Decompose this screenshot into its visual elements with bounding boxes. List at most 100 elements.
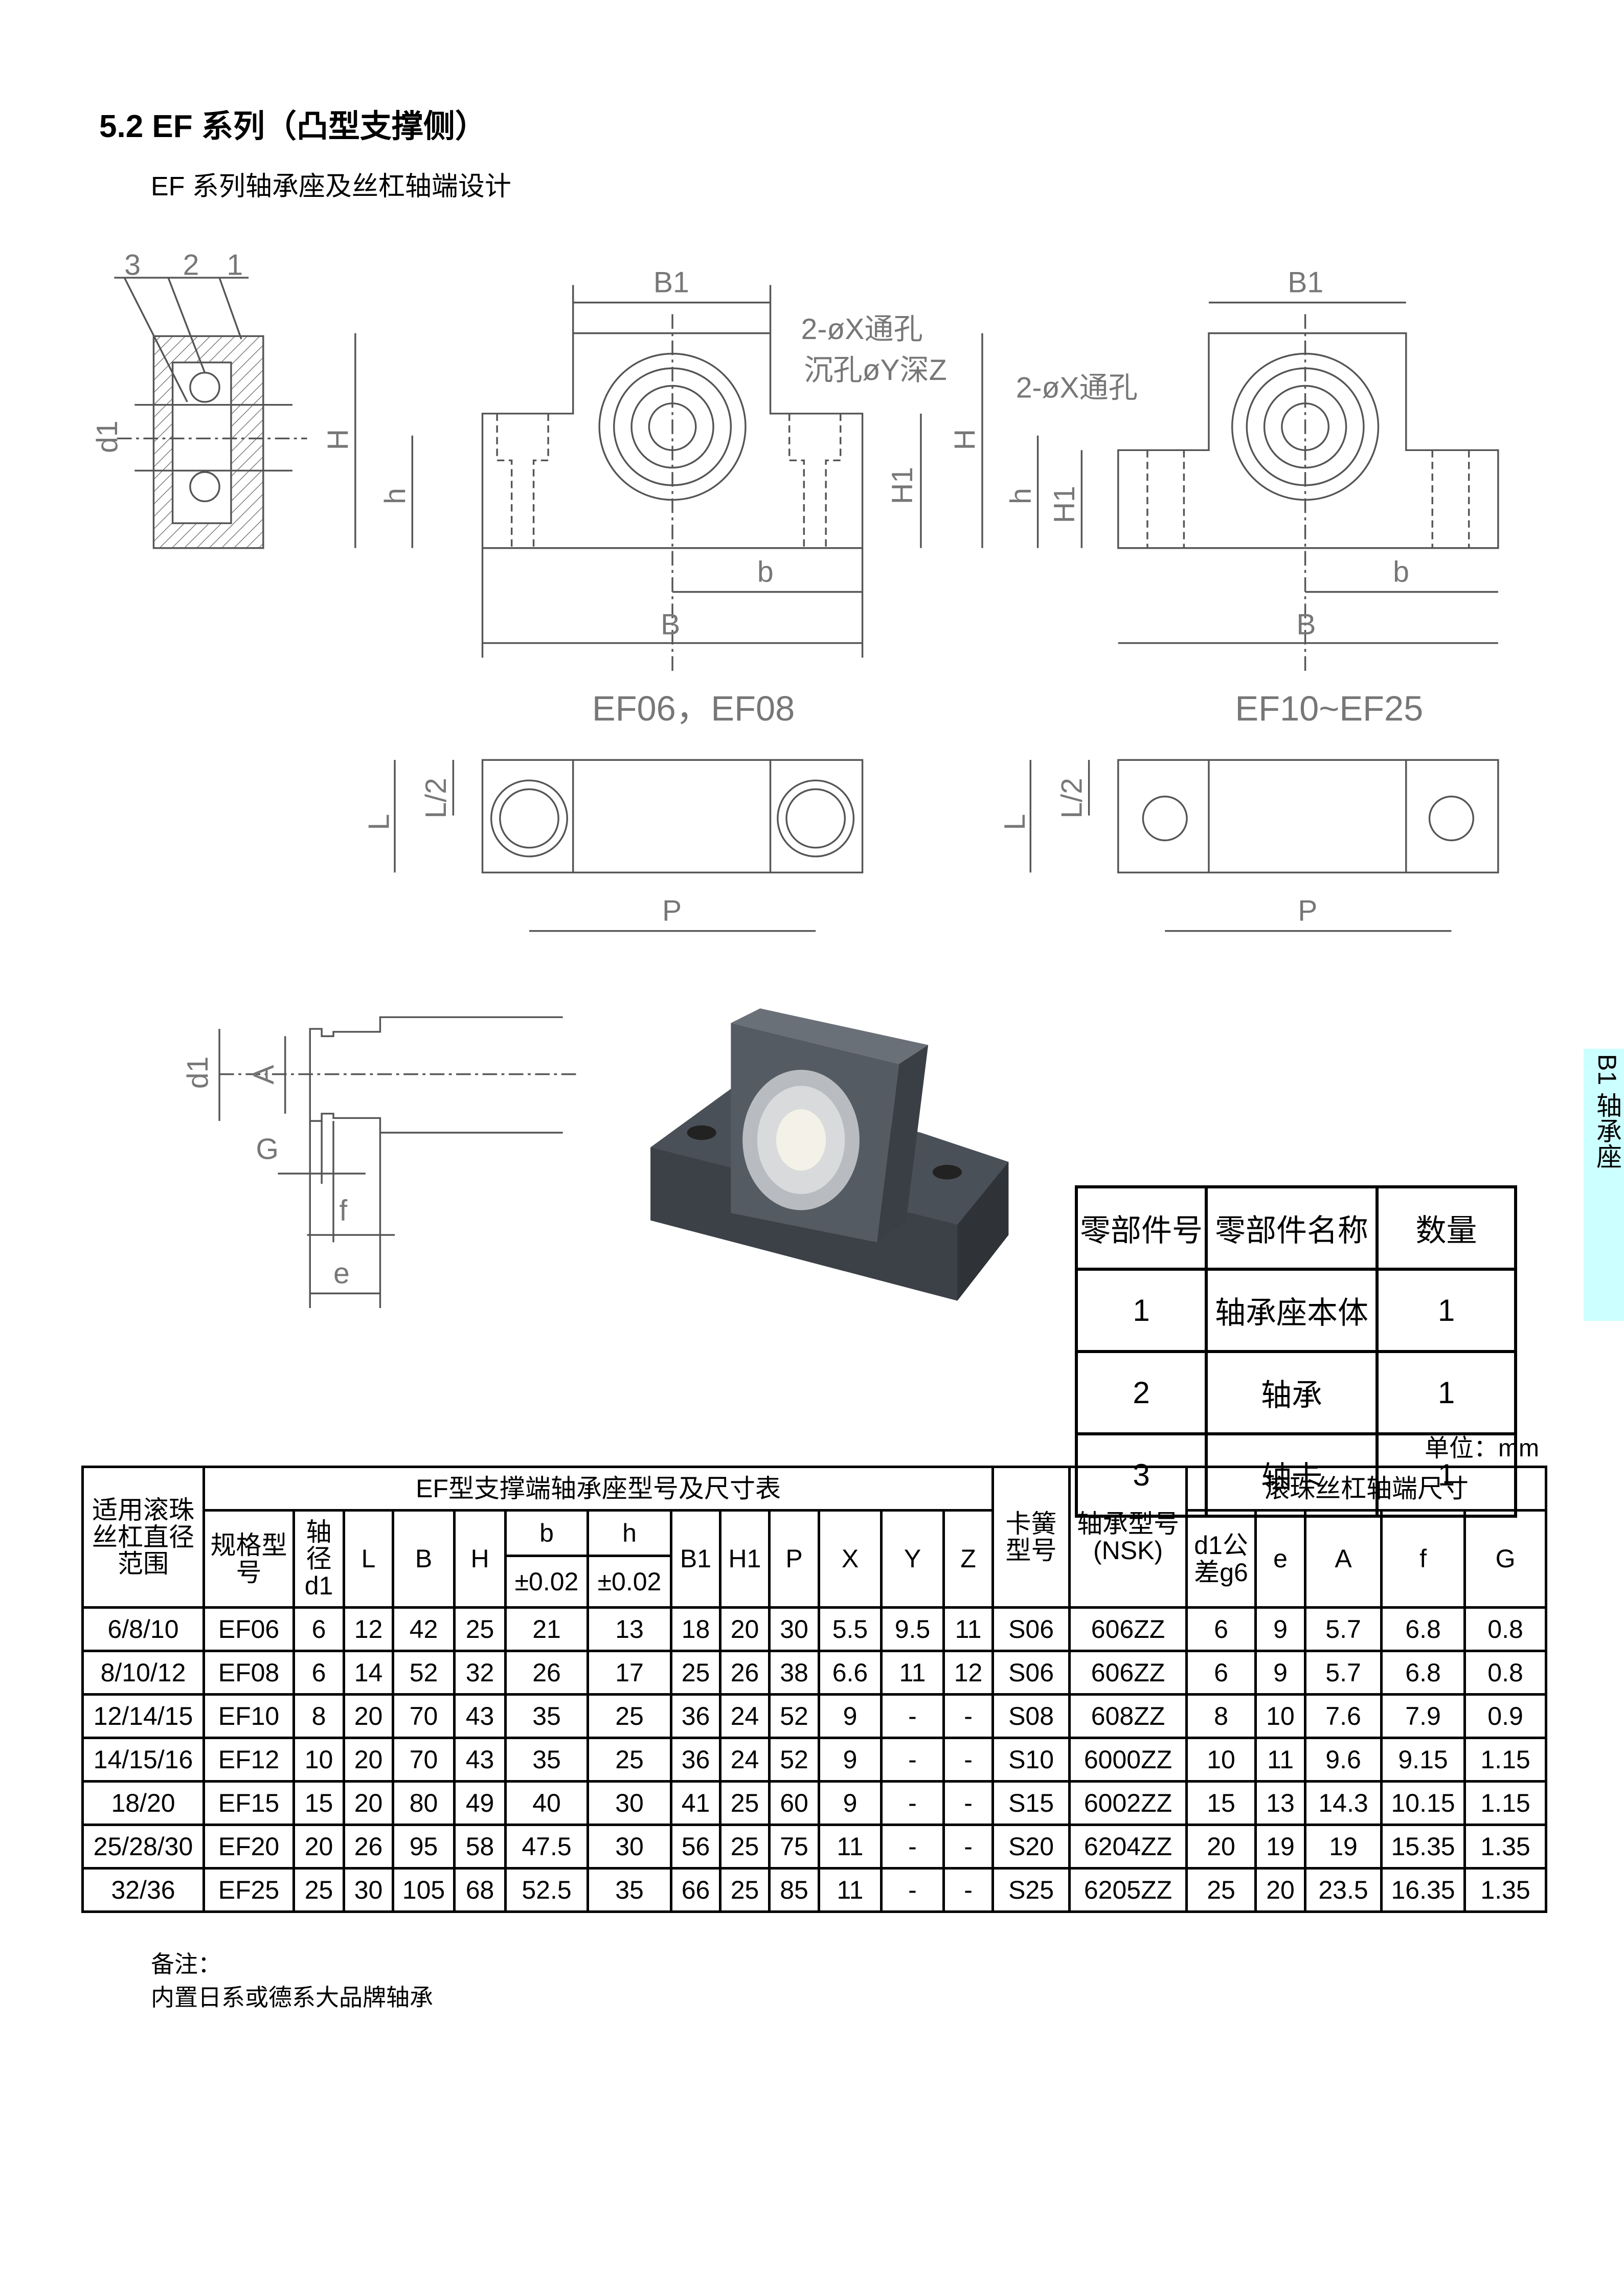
- spec-cell: 21: [504, 1606, 589, 1652]
- spec-cell: 20: [343, 1693, 394, 1739]
- spec-cell: 14/15/16: [81, 1737, 205, 1783]
- spec-cell: 20: [1185, 1824, 1257, 1870]
- spec-cell: 60: [768, 1780, 820, 1826]
- spec-cell: 12: [343, 1606, 394, 1652]
- spec-cell: 6204ZZ: [1068, 1824, 1188, 1870]
- label-P-2: P: [1298, 895, 1317, 928]
- spec-cell: 49: [453, 1780, 507, 1826]
- spec-cell: -: [942, 1737, 995, 1783]
- spec-cell: 9.5: [880, 1606, 945, 1652]
- spec-header-row: 规格型号 轴径d1 L B H b h B1 H1 P X Y Z d1公差g6…: [83, 1509, 1548, 1609]
- spec-cell: 30: [587, 1780, 672, 1826]
- spec-cell: 6: [1185, 1650, 1257, 1696]
- spec-cell: 11: [942, 1606, 995, 1652]
- header-b-tolerance: ±0.02: [504, 1555, 589, 1609]
- note-text: 内置日系或德系大品牌轴承: [151, 1984, 433, 2011]
- spec-cell: 105: [392, 1867, 456, 1913]
- spec-cell: 20: [1254, 1867, 1307, 1913]
- header-b: b: [504, 1509, 589, 1557]
- spec-cell: 26: [343, 1824, 394, 1870]
- spec-cell: 8: [292, 1693, 345, 1739]
- spec-cell: 5.5: [818, 1606, 883, 1652]
- header-part-name: 零部件名称: [1205, 1185, 1379, 1271]
- spec-cell: 19: [1304, 1824, 1383, 1870]
- spec-cell: 0.9: [1463, 1693, 1548, 1739]
- spec-cell: -: [942, 1867, 995, 1913]
- spec-cell: 38: [768, 1650, 820, 1696]
- label-shaft-d1: d1: [182, 1056, 214, 1089]
- header-model: 规格型号: [202, 1509, 295, 1609]
- spec-cell: 1.35: [1463, 1824, 1548, 1870]
- spec-cell: 23.5: [1304, 1867, 1383, 1913]
- label-H1-2: H1: [1048, 486, 1081, 523]
- spec-cell: 66: [670, 1867, 721, 1913]
- spec-cell: 11: [880, 1650, 945, 1696]
- header-P: P: [768, 1509, 820, 1609]
- spec-cell: 42: [392, 1606, 456, 1652]
- spec-cell: 43: [453, 1737, 507, 1783]
- spec-cell: 5.7: [1304, 1650, 1383, 1696]
- spec-cell: 606ZZ: [1068, 1606, 1188, 1652]
- spec-cell: 20: [343, 1737, 394, 1783]
- label-part-3: 3: [124, 249, 141, 281]
- label-L2-2: L/2: [1055, 778, 1088, 818]
- label-d1: d1: [91, 420, 124, 453]
- spec-cell: 11: [1254, 1737, 1307, 1783]
- spec-cell: 6002ZZ: [1068, 1780, 1188, 1826]
- spec-cell: -: [880, 1824, 945, 1870]
- header-ef-group: EF型支撑端轴承座型号及尺寸表: [202, 1466, 995, 1512]
- spec-cell: 18/20: [81, 1780, 205, 1826]
- spec-cell: 32/36: [81, 1867, 205, 1913]
- spec-cell: 25: [719, 1780, 771, 1826]
- page-subtitle: EF 系列轴承座及丝杠轴端设计: [151, 172, 511, 201]
- spec-table: 适用滚珠丝杠直径范围 EF型支撑端轴承座型号及尺寸表 卡簧型号 轴承型号(NSK…: [81, 1466, 1548, 1913]
- spec-cell: -: [942, 1780, 995, 1826]
- label-B-2: B: [1296, 608, 1316, 641]
- label-H-2: H: [949, 429, 982, 450]
- top-view-ef06-ef08: [394, 759, 864, 932]
- spec-cell: 25: [292, 1867, 345, 1913]
- caption-ef06-ef08: EF06，EF08: [592, 689, 795, 728]
- header-shaft-d1: d1公差g6: [1185, 1509, 1257, 1609]
- side-tab-label: B1 轴承座: [1593, 1054, 1621, 1169]
- header-h: h: [587, 1509, 672, 1557]
- spec-cell: 6/8/10: [81, 1606, 205, 1652]
- spec-cell: 11: [818, 1824, 883, 1870]
- spec-cell: S08: [991, 1693, 1071, 1739]
- spec-cell: 1.15: [1463, 1737, 1548, 1783]
- spec-cell: 6000ZZ: [1068, 1737, 1188, 1783]
- parts-header-row: 零部件号 零部件名称 数量: [1075, 1185, 1517, 1271]
- spec-cell: 606ZZ: [1068, 1650, 1188, 1696]
- label-B1: B1: [653, 266, 689, 299]
- section-side-tab[interactable]: B1 轴承座: [1584, 1049, 1624, 1321]
- shaft-end-detail: [218, 1016, 578, 1308]
- spec-header-row: ±0.02 ±0.02: [83, 1555, 1546, 1609]
- section-view: [114, 277, 307, 549]
- spec-cell: 30: [343, 1867, 394, 1913]
- spec-cell: 5.7: [1304, 1606, 1383, 1652]
- part-qty: 1: [1375, 1268, 1517, 1353]
- spec-cell: 25: [719, 1867, 771, 1913]
- spec-cell: 608ZZ: [1068, 1693, 1188, 1739]
- header-G: G: [1463, 1509, 1548, 1609]
- header-Y: Y: [880, 1509, 945, 1609]
- part-no: 1: [1075, 1268, 1208, 1353]
- spec-cell: 9: [1254, 1650, 1307, 1696]
- spec-cell: 25: [1185, 1867, 1257, 1913]
- spec-cell: 12: [942, 1650, 995, 1696]
- header-d1: 轴径d1: [292, 1509, 345, 1609]
- spec-cell: 32: [453, 1650, 507, 1696]
- spec-cell: -: [880, 1737, 945, 1783]
- spec-cell: 10.15: [1380, 1780, 1467, 1826]
- spec-cell: 15: [292, 1780, 345, 1826]
- header-A: A: [1304, 1509, 1383, 1609]
- spec-cell: 6.8: [1380, 1650, 1467, 1696]
- spec-cell: 30: [768, 1606, 820, 1652]
- header-range: 适用滚珠丝杠直径范围: [81, 1466, 205, 1609]
- label-h-2: h: [1004, 488, 1037, 504]
- part-qty: 1: [1375, 1350, 1517, 1435]
